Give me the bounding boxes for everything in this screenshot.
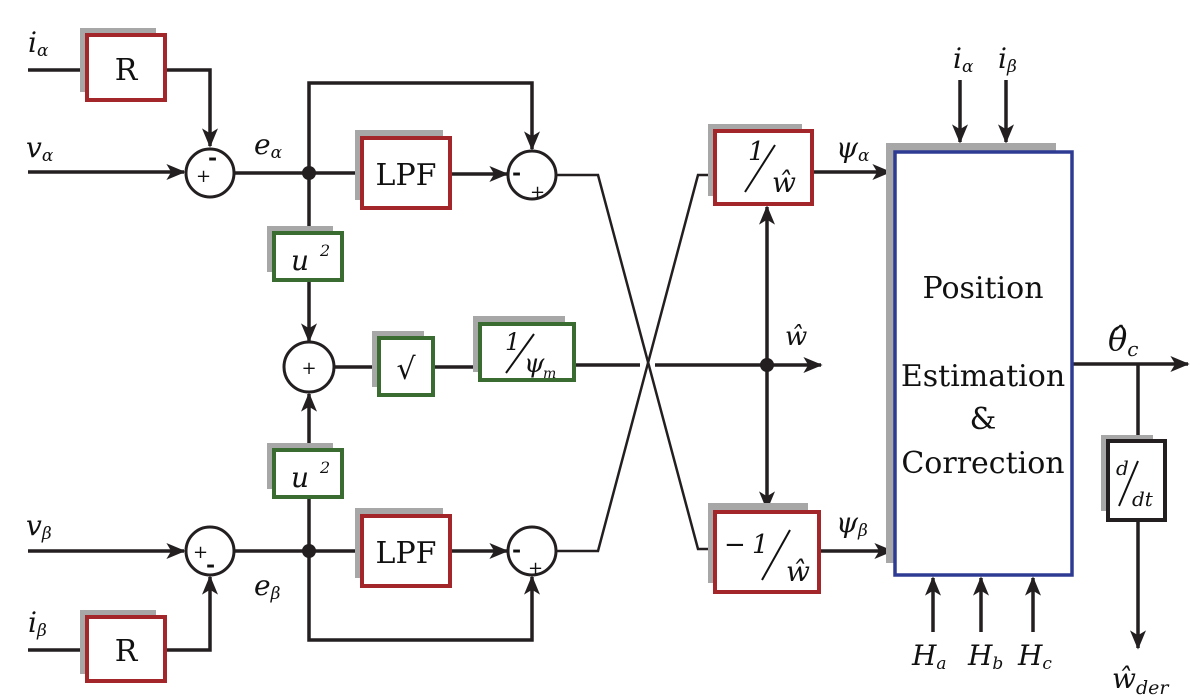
neg-inv-w-sign: − (724, 530, 746, 560)
estimator-line4: Correction (901, 446, 1064, 481)
sum-lpf-beta[interactable]: - + (506, 525, 558, 579)
label-e-beta: eβ (254, 569, 281, 604)
sum-lpf-alpha[interactable]: - + (506, 149, 558, 203)
sum-squares[interactable]: + (282, 340, 336, 394)
label-i-beta: iβ (28, 606, 47, 641)
sqrt-symbol: √ (396, 352, 416, 387)
inv-psi-m-den-sub: m (543, 366, 556, 382)
r-bottom-label: R (115, 634, 139, 669)
label-hall-c: Hc (1017, 639, 1052, 674)
label-hall-b: Hb (967, 639, 1003, 674)
lpf-block-top[interactable]: LPF (355, 130, 452, 210)
sign: + (193, 542, 208, 563)
inv-psi-m-block[interactable]: 1 ψ m (473, 316, 576, 382)
junction-e-alpha (302, 166, 316, 180)
r-block-bottom[interactable]: R (80, 610, 167, 683)
label-hall-a: Ha (911, 639, 947, 674)
r-block-top[interactable]: R (80, 28, 167, 102)
junction-e-beta (302, 544, 316, 558)
neg-inv-w-num: 1 (752, 530, 769, 560)
square-top-base: u (291, 244, 309, 277)
derivative-den: dt (1132, 487, 1154, 511)
label-e-alpha: eα (254, 128, 283, 163)
square-bottom-exp: 2 (319, 458, 330, 477)
label-w-hat: ŵ (785, 322, 807, 352)
label-w-der: ŵder (1112, 662, 1170, 699)
wires (28, 68, 1190, 652)
derivative-block[interactable]: d dt (1101, 435, 1167, 522)
sign: + (196, 166, 211, 187)
neg-inv-w-block[interactable]: − 1 ŵ (708, 503, 821, 594)
sqrt-block[interactable]: √ (372, 331, 435, 397)
square-block-top[interactable]: u 2 (267, 226, 344, 282)
estimator-line2: Estimation (901, 359, 1065, 394)
label-theta-c: θ̂c (1108, 320, 1138, 361)
square-top-exp: 2 (319, 241, 330, 260)
estimator-block[interactable]: Position Estimation & Correction (886, 143, 1074, 577)
lpf-block-bottom[interactable]: LPF (355, 508, 452, 588)
label-i-alpha: iα (28, 26, 49, 61)
inv-psi-m-den: ψ (524, 349, 545, 379)
square-block-bottom[interactable]: u 2 (267, 443, 344, 499)
label-est-in-i-beta: iβ (998, 42, 1017, 77)
r-top-label: R (115, 53, 139, 88)
sum-v-alpha[interactable]: + - (184, 145, 236, 199)
signal-labels: iα vα eα vβ eβ iβ ψα ψβ ŵ θ̂c ŵder iα iβ… (26, 26, 1170, 699)
label-v-beta: vβ (26, 509, 52, 544)
sign: - (206, 552, 215, 578)
junction-w-hat (760, 358, 774, 372)
sign: - (512, 537, 521, 563)
label-psi-alpha: ψα (836, 131, 870, 166)
sign: - (512, 160, 521, 186)
sign: - (208, 145, 217, 171)
label-est-in-i-alpha: iα (953, 42, 974, 77)
estimator-line1: Position (922, 271, 1043, 306)
derivative-num: d (1116, 456, 1129, 480)
sign: + (528, 558, 543, 579)
sign: + (530, 182, 545, 203)
label-v-alpha: vα (26, 131, 54, 166)
lpf-bottom-label: LPF (376, 536, 437, 571)
square-bottom-base: u (291, 461, 309, 494)
neg-inv-w-den: ŵ (786, 555, 810, 588)
inv-w-den: ŵ (772, 166, 796, 199)
label-psi-beta: ψβ (836, 506, 868, 541)
inv-w-block[interactable]: 1 ŵ (708, 124, 814, 206)
estimator-line3: & (970, 402, 997, 437)
inv-psi-m-num: 1 (505, 328, 520, 356)
sum-v-beta[interactable]: + - (184, 525, 236, 578)
sign: + (301, 358, 316, 379)
inv-w-num: 1 (748, 137, 765, 167)
lpf-top-label: LPF (376, 158, 437, 193)
